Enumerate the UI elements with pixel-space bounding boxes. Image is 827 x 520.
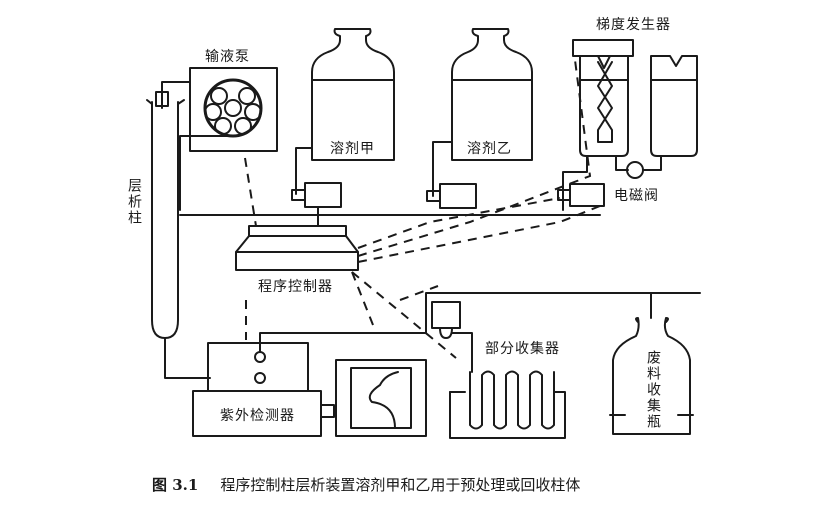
figure-caption: 图 3.1 程序控制柱层析装置溶剂甲和乙用于预处理或回收柱体 (152, 474, 580, 495)
infusion-pump (179, 67, 278, 211)
figure-caption-text: 程序控制柱层析装置溶剂甲和乙用于预处理或回收柱体 (220, 476, 581, 494)
solvent-b-bottle (432, 28, 533, 197)
solvent-a-bottle (295, 28, 395, 195)
uv-detector-label: 紫外检测器 (220, 408, 295, 424)
gradient-generator-label: 梯度发生器 (596, 17, 671, 33)
waste-bottle (609, 292, 694, 435)
chromatography-column (146, 81, 211, 379)
waste-bottle-label: 废料收集瓶 (645, 350, 661, 430)
solvent-a-label: 溶剂甲 (330, 141, 375, 157)
column-label: 层析柱 (126, 178, 142, 226)
program-controller (235, 225, 359, 271)
fraction-collector-label: 部分收集器 (485, 341, 560, 357)
control-lines (244, 59, 601, 359)
pump-label: 输液泵 (205, 49, 250, 65)
program-controller-label: 程序控制器 (258, 279, 333, 295)
chart-recorder (320, 359, 427, 437)
solenoid-valve-label: 电磁阀 (614, 188, 659, 204)
figure-number: 图 3.1 (152, 476, 199, 494)
gradient-generator (562, 39, 698, 211)
fraction-collector (425, 292, 701, 439)
solenoid-valves (291, 182, 605, 226)
solvent-b-label: 溶剂乙 (467, 141, 512, 157)
